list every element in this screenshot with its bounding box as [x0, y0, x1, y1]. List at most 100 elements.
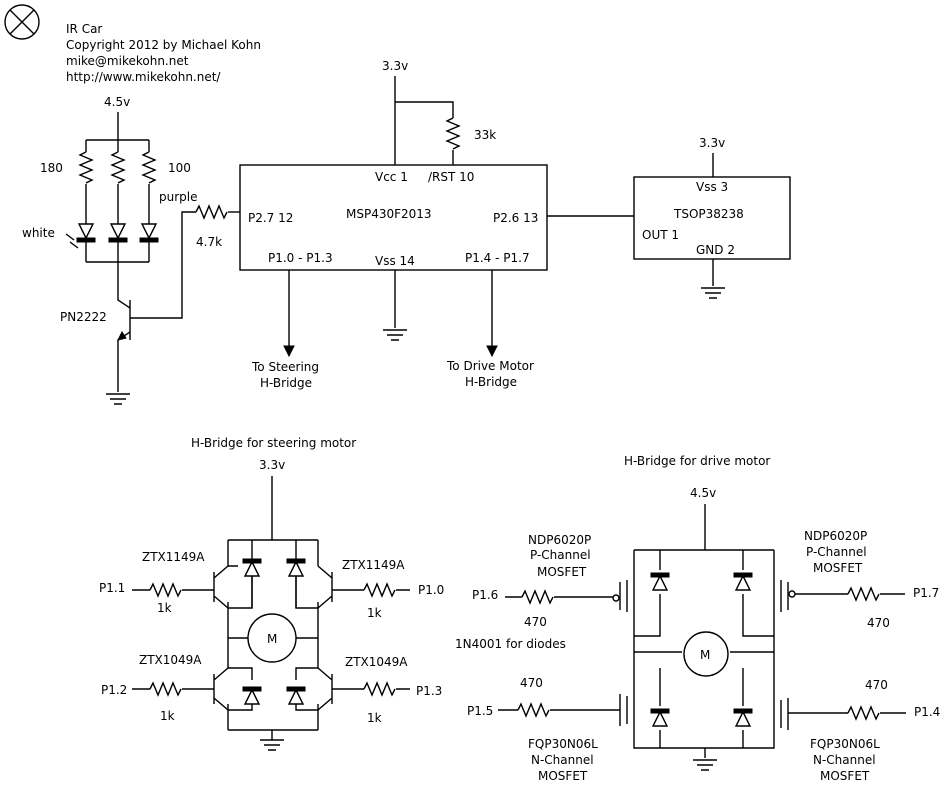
ir-led-driver: 4.5v 180 100 white PN2222 purple 4.7k — [22, 95, 240, 405]
steering-resistor-3 — [149, 682, 182, 696]
drive-resistor-2 — [847, 587, 880, 601]
drive-nmos-left-2: N-Channel — [531, 753, 594, 767]
led-resistor-label-180: 180 — [40, 161, 63, 175]
drive-pin-p16: P1.6 — [472, 588, 498, 602]
steering-resistor-label-4: 1k — [367, 711, 382, 725]
drive-resistor-label-2: 470 — [867, 616, 890, 630]
drive-nmos-left-3: MOSFET — [538, 769, 588, 783]
mcu-pin-p26: P2.6 13 — [493, 211, 538, 225]
to-steering-label-2: H-Bridge — [260, 376, 312, 390]
base-resistor — [195, 205, 228, 219]
pullup-label: 33k — [474, 128, 496, 142]
ir-receiver-chip — [633, 176, 791, 260]
steering-resistor-2 — [363, 583, 396, 597]
pullup-resistor — [446, 117, 460, 150]
drive-title: H-Bridge for drive motor — [624, 454, 770, 468]
steering-diode-1-icon — [242, 558, 262, 577]
url-text: http://www.mikekohn.net/ — [66, 70, 221, 84]
led-resistor-1 — [79, 151, 93, 184]
receiver-pin-gnd: GND 2 — [696, 243, 735, 257]
steering-diode-4-icon — [286, 686, 306, 705]
mcu: 3.3v 33k MSP430F2013 Vcc 1 /RST 10 P2.7 … — [239, 59, 634, 390]
drive-nmos-right-2: N-Channel — [813, 753, 876, 767]
steering-pnp-label-1: ZTX1149A — [142, 550, 205, 564]
led-ground-icon — [105, 393, 131, 405]
steering-resistor-4 — [363, 682, 396, 696]
led-supply-label: 4.5v — [104, 95, 130, 109]
receiver-pin-out: OUT 1 — [642, 228, 679, 242]
steering-resistor-1 — [149, 583, 182, 597]
steering-title: H-Bridge for steering motor — [191, 436, 356, 450]
copyright-text: Copyright 2012 by Michael Kohn — [66, 38, 261, 52]
base-resistor-label: 4.7k — [196, 235, 222, 249]
steering-ground-icon — [259, 739, 285, 751]
drive-arrow-icon — [486, 345, 498, 357]
mcu-supply-label: 3.3v — [382, 59, 408, 73]
drive-resistor-3 — [517, 703, 550, 717]
steering-arrow-icon — [283, 345, 295, 357]
header: IR Car Copyright 2012 by Michael Kohn mi… — [4, 4, 261, 84]
led-label-white: white — [22, 226, 55, 240]
receiver-pin-vss: Vss 3 — [696, 180, 728, 194]
drive-nmos-right-3: MOSFET — [820, 769, 870, 783]
mcu-name: MSP430F2013 — [346, 207, 432, 221]
drive-pmos-right-1: NDP6020P — [804, 529, 867, 543]
mcu-pin-vcc: Vcc 1 — [375, 170, 408, 184]
drive-resistor-4 — [847, 706, 880, 720]
steering-pin-p11: P1.1 — [99, 581, 125, 595]
drive-pin-p14: P1.4 — [914, 705, 940, 719]
drive-diode-4-icon — [733, 708, 753, 727]
steering-npn-label-2: ZTX1049A — [345, 655, 408, 669]
drive-resistor-1 — [521, 590, 554, 604]
mcu-ground-icon — [382, 329, 408, 341]
drive-resistor-label-3: 470 — [520, 676, 543, 690]
wire-label-purple: purple — [159, 190, 198, 204]
receiver-name: TSOP38238 — [673, 207, 744, 221]
ir-led-3-icon — [139, 223, 159, 243]
drive-resistor-label-1: 470 — [524, 615, 547, 629]
drive-nmos-right-1: FQP30N06L — [810, 737, 880, 751]
mcu-pin-rst: /RST 10 — [428, 170, 474, 184]
steering-motor-icon — [247, 613, 297, 663]
transistor-label: PN2222 — [60, 310, 107, 324]
steering-h-bridge: H-Bridge for steering motor 3.3v M — [99, 436, 444, 751]
to-steering-label-1: To Steering — [251, 360, 319, 374]
steering-pin-p12: P1.2 — [101, 683, 127, 697]
close-icon[interactable] — [4, 4, 40, 40]
drive-diode-note: 1N4001 for diodes — [455, 637, 566, 651]
title: IR Car — [66, 22, 102, 36]
steering-resistor-label-2: 1k — [367, 606, 382, 620]
drive-resistor-label-4: 470 — [865, 678, 888, 692]
drive-diode-1-icon — [650, 572, 670, 591]
drive-pin-p17: P1.7 — [913, 586, 939, 600]
receiver-supply-label: 3.3v — [699, 136, 725, 150]
drive-pmos-left-3: MOSFET — [537, 565, 587, 579]
drive-pmos-left-1: NDP6020P — [528, 533, 591, 547]
email-text: mike@mikekohn.net — [66, 54, 189, 68]
led-resistor-label-100: 100 — [168, 161, 191, 175]
mcu-pin-p10: P1.0 - P1.3 — [268, 251, 333, 265]
to-drive-label-2: H-Bridge — [465, 375, 517, 389]
mcu-pin-p27: P2.7 12 — [248, 211, 293, 225]
mcu-pin-p14: P1.4 - P1.7 — [465, 251, 530, 265]
steering-diode-3-icon — [242, 686, 262, 705]
drive-pmos-left-2: P-Channel — [530, 548, 591, 562]
led-resistor-3 — [142, 151, 156, 184]
drive-nmos-left-1: FQP30N06L — [528, 737, 598, 751]
steering-pnp-label-2: ZTX1149A — [342, 558, 405, 572]
steering-motor-label: M — [267, 632, 277, 646]
drive-ground-icon — [692, 759, 718, 771]
ir-led-2-icon — [108, 223, 128, 243]
receiver-ground-icon — [700, 287, 726, 299]
ir-receiver: 3.3v Vss 3 TSOP38238 OUT 1 GND 2 — [633, 136, 791, 299]
drive-diode-2-icon — [733, 572, 753, 591]
to-drive-label-1: To Drive Motor — [446, 359, 534, 373]
steering-npn-label-1: ZTX1049A — [139, 653, 202, 667]
steering-pin-p13: P1.3 — [416, 684, 442, 698]
steering-supply-label: 3.3v — [259, 458, 285, 472]
steering-diode-2-icon — [286, 558, 306, 577]
drive-diode-3-icon — [650, 708, 670, 727]
steering-pin-p10: P1.0 — [418, 583, 444, 597]
led-resistor-2 — [111, 151, 125, 184]
